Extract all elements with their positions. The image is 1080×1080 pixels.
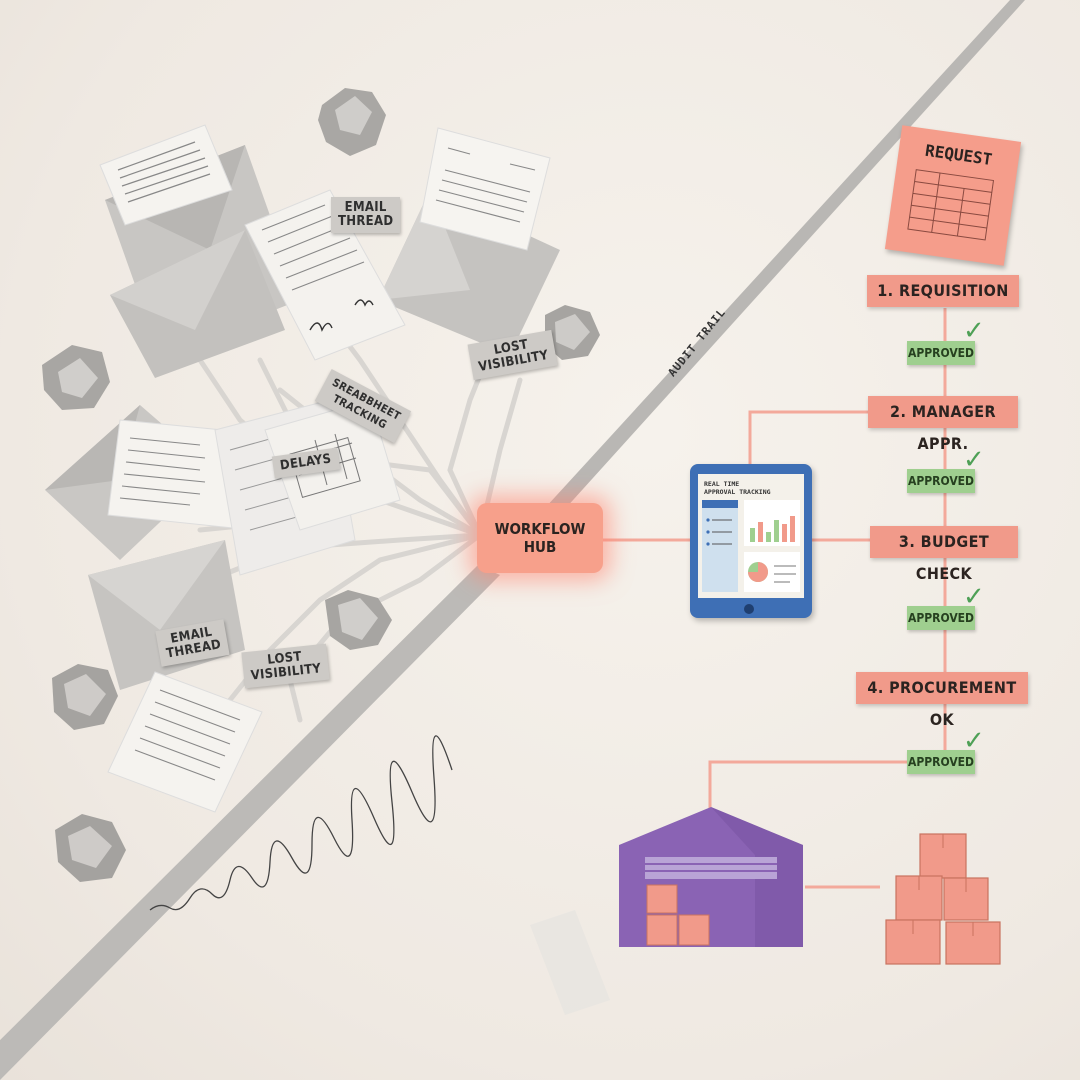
approved-badge-3: APPROVED (907, 606, 975, 630)
envelope-top-left-2 (110, 230, 285, 378)
letter-top-left (99, 124, 233, 226)
request-form: REQUEST (884, 125, 1022, 266)
approved-badge-2: APPROVED (907, 469, 975, 493)
tablet-dashboard: REAL TIME APPROVAL TRACKING (690, 464, 812, 618)
crumpled-paper-balls (42, 88, 600, 882)
approved-badge-4: APPROVED (907, 750, 975, 774)
dashboard-chart-icon (702, 500, 800, 592)
tape-piece (530, 910, 610, 1015)
boxes-icon (885, 833, 1001, 965)
tablet-screen: REAL TIME APPROVAL TRACKING (698, 474, 804, 598)
tablet-home-button (744, 604, 754, 614)
email-thread-tag-top: EMAIL THREAD (331, 197, 401, 233)
checkmark-icon: ✓ (963, 316, 985, 346)
step-budget-check: 3. BUDGET CHECK (870, 526, 1018, 583)
letter-middle (107, 419, 244, 529)
letter-top-right (419, 127, 551, 251)
tablet-title: REAL TIME APPROVAL TRACKING (704, 480, 771, 496)
form-grid-icon (907, 169, 995, 241)
checkmark-icon: ✓ (963, 445, 985, 475)
letter-signed (244, 189, 406, 361)
audit-trail-ribbon-lower (0, 565, 500, 1080)
step-requisition: 1. REQUISITION (867, 275, 1019, 307)
letter-bottom (107, 671, 263, 813)
checkmark-icon: ✓ (963, 582, 985, 612)
workflow-hub: WORKFLOW HUB (477, 503, 603, 573)
checkmark-icon: ✓ (963, 726, 985, 756)
step-manager-approval: 2. MANAGER APPR. (868, 396, 1018, 453)
step-procurement-ok: 4. PROCUREMENT OK (856, 672, 1028, 729)
approved-badge-1: APPROVED (907, 341, 975, 365)
envelope-bottom-left (88, 540, 245, 690)
warehouse-icon (619, 807, 803, 947)
squiggle-line (149, 735, 453, 911)
